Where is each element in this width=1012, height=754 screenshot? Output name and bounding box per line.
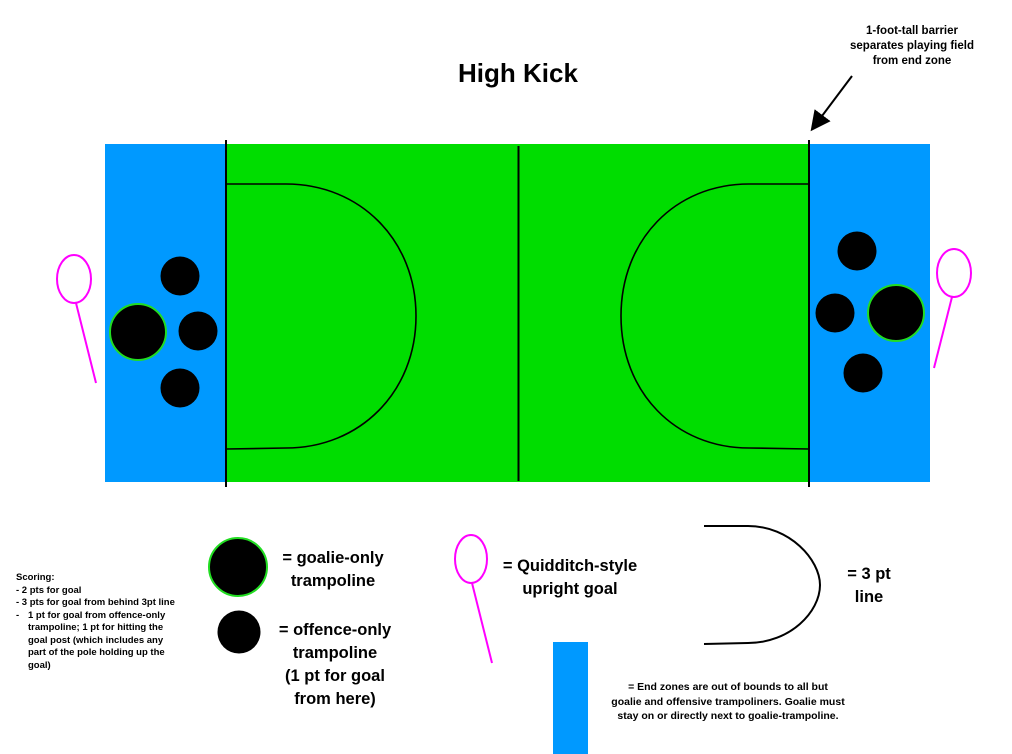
left-goal-icon (56, 254, 97, 384)
legend-line: trampoline (290, 572, 376, 590)
legend-goalie-trampoline-icon (208, 537, 268, 597)
legend-line: = offence-only (278, 621, 392, 639)
legend-line: stay on or directly next to goalie-tramp… (617, 710, 839, 722)
legend-line: upright goal (522, 580, 618, 598)
legend-goal-icon (454, 534, 493, 664)
annotation-line: separates playing field (850, 40, 974, 52)
scoring-heading: Scoring: (16, 572, 55, 583)
legend-line: line (854, 588, 884, 606)
goalie-trampoline-left (109, 303, 167, 361)
legend-goal-label: = Quidditch-style upright goal (490, 555, 650, 601)
legend-line: (1 pt for goal (285, 667, 385, 685)
annotation-line: 1-foot-tall barrier (865, 25, 958, 37)
legend-end-zone-icon (553, 642, 588, 754)
legend-line: = End zones are out of bounds to all but (628, 681, 828, 693)
legend-line: trampoline (292, 644, 378, 662)
right-goal-icon (933, 248, 972, 369)
scoring-dash: - (16, 609, 20, 621)
legend-goalie-label: = goalie-only trampoline (274, 547, 392, 593)
legend-end-zone-label: = End zones are out of bounds to all but… (580, 680, 876, 724)
page-title: High Kick (458, 58, 578, 88)
legend-line: = Quidditch-style (502, 557, 638, 575)
scoring-item: - 2 pts for goal (16, 584, 82, 596)
scoring-rules: Scoring: - 2 pts for goal - 3 pts for go… (16, 572, 206, 672)
scoring-line: 1 pt for goal from offence-only (28, 609, 166, 621)
scoring-item: - 3 pts for goal from behind 3pt line (16, 597, 175, 608)
barrier-arrow (810, 75, 853, 132)
annotation-line: from end zone (872, 55, 952, 67)
legend-three-point-line-icon (703, 525, 822, 645)
scoring-line: part of the pole holding up the (28, 647, 165, 658)
offence-trampoline-left-2 (178, 311, 218, 351)
offence-trampoline-left-3 (160, 368, 200, 408)
offence-trampoline-right-3 (843, 353, 883, 393)
left-three-point-line (225, 183, 417, 450)
offence-trampoline-right-2 (815, 293, 855, 333)
legend-line: goalie and offensive trampoliners. Goali… (611, 695, 845, 708)
scoring-item: - 1 pt for goal from offence-only trampo… (16, 610, 206, 673)
legend-line: = goalie-only (282, 549, 384, 567)
right-three-point-line (620, 183, 810, 450)
legend-three-point-label: = 3 pt line (838, 563, 900, 609)
scoring-line: trampoline; 1 pt for hitting the (28, 622, 164, 633)
barrier-annotation: 1-foot-tall barrier separates playing fi… (812, 24, 1012, 69)
offence-trampoline-left-1 (160, 256, 200, 296)
scoring-line: goal post (which includes any (28, 634, 164, 646)
goalie-trampoline-right (867, 284, 925, 342)
scoring-line: goal) (28, 659, 51, 671)
offence-trampoline-right-1 (837, 231, 877, 271)
legend-offence-trampoline-icon (217, 610, 261, 654)
legend-line: from here) (294, 690, 376, 708)
legend-offence-label: = offence-only trampoline (1 pt for goal… (270, 619, 400, 711)
legend-line: = 3 pt (847, 565, 891, 583)
